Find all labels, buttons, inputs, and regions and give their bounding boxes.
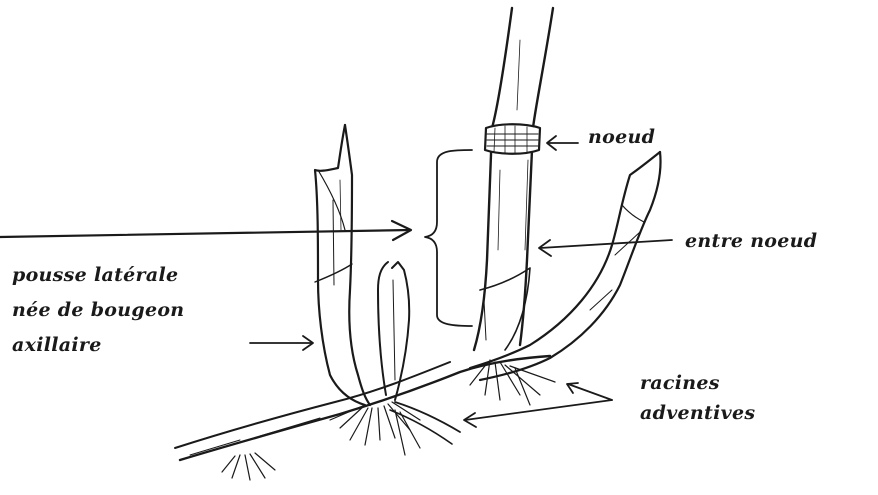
main-stem xyxy=(474,8,553,350)
noeud-arrow xyxy=(547,136,578,150)
left-shoot-tall xyxy=(315,125,370,405)
label-racines-line2: adventives xyxy=(640,400,755,427)
internode-bracket xyxy=(425,150,472,326)
label-pousse-line2: née de bougeon xyxy=(12,297,184,324)
pointer-arrow xyxy=(0,221,411,240)
label-pousse-line1: pousse latérale xyxy=(12,262,178,289)
node-ring xyxy=(485,124,540,154)
label-racines-line1: racines xyxy=(640,370,720,397)
pousse-arrow xyxy=(250,336,313,350)
entre-noeud-arrow xyxy=(539,240,672,256)
label-noeud: noeud xyxy=(588,124,655,151)
label-pousse-line3: axillaire xyxy=(12,332,102,359)
label-entre-noeud: entre noeud xyxy=(685,228,817,255)
right-shoot xyxy=(470,152,661,380)
